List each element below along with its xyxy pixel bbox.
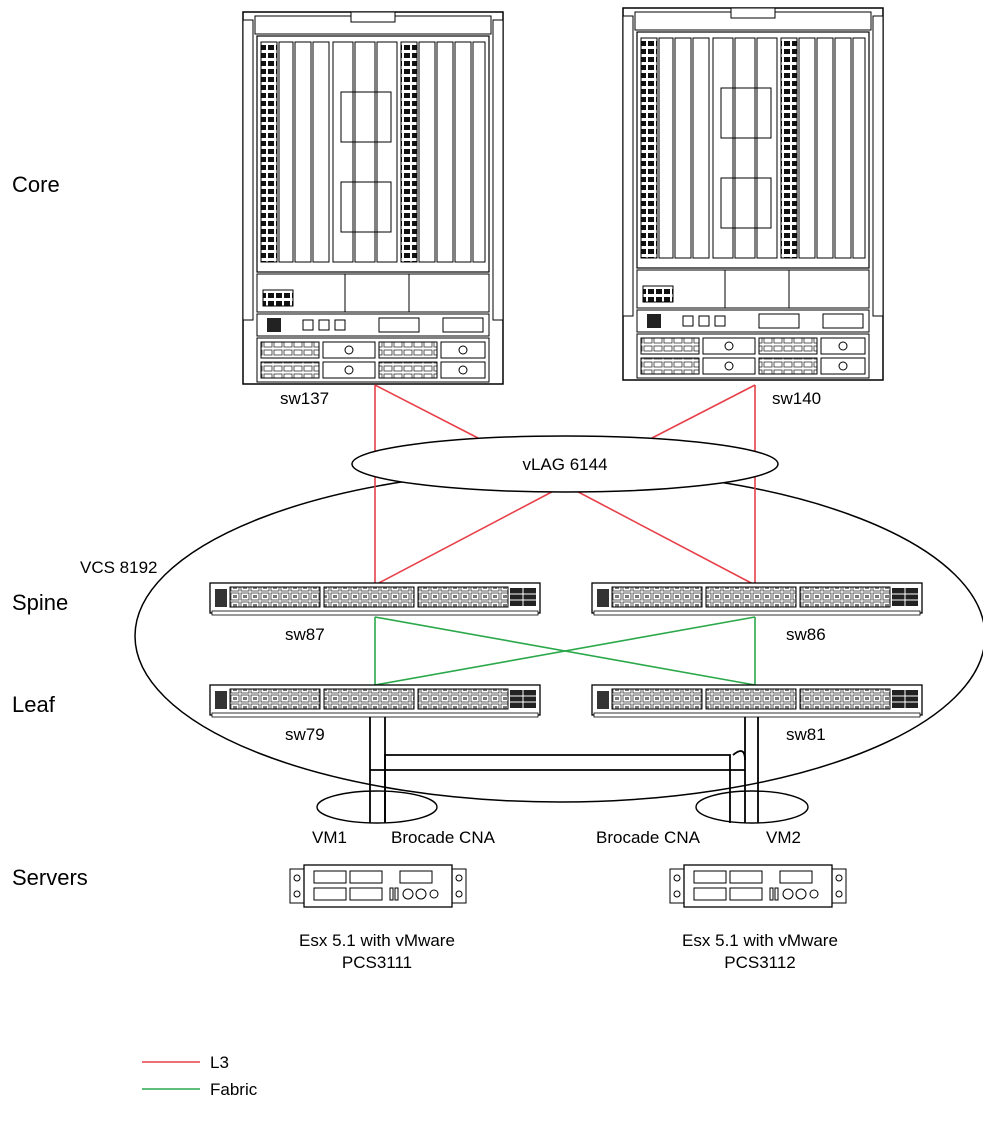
vlag-label: vLAG 6144 (522, 455, 607, 474)
layer-label-leaf: Leaf (12, 692, 56, 717)
core-chassis-sw140[interactable] (622, 7, 884, 381)
server-pcs3111[interactable] (289, 864, 467, 908)
server-links (369, 717, 759, 823)
leaf-switch-sw79[interactable] (209, 684, 541, 718)
fabric-links (374, 616, 756, 686)
server-right-os: Esx 5.1 with vMware (682, 931, 838, 950)
core-chassis-sw137[interactable] (242, 11, 504, 385)
server-left-os: Esx 5.1 with vMware (299, 931, 455, 950)
spine-switch-sw87[interactable] (209, 582, 541, 616)
layer-label-servers: Servers (12, 865, 88, 890)
server-lag-left (316, 790, 438, 824)
spine-switch-sw86[interactable] (591, 582, 923, 616)
server-lag-right (695, 790, 809, 824)
server-pcs3112[interactable] (669, 864, 847, 908)
legend-l3-label: L3 (210, 1053, 229, 1072)
switch-label-sw79: sw79 (285, 725, 325, 744)
server-left-cna-label: Brocade CNA (391, 828, 496, 847)
server-right-vm-label: VM2 (766, 828, 801, 847)
vcs-fabric-ellipse (134, 469, 983, 803)
server-right-name: PCS3112 (724, 953, 796, 972)
server-left-vm-label: VM1 (312, 828, 347, 847)
switch-label-sw86: sw86 (786, 625, 826, 644)
l3-links (374, 384, 756, 586)
vcs-label: VCS 8192 (80, 558, 158, 577)
switch-label-sw140: sw140 (772, 389, 821, 408)
vlag-ellipse[interactable] (351, 435, 779, 493)
switch-label-sw137: sw137 (280, 389, 329, 408)
legend-fabric-label: Fabric (210, 1080, 258, 1099)
layer-label-spine: Spine (12, 590, 68, 615)
leaf-switch-sw81[interactable] (591, 684, 923, 718)
legend: L3 Fabric (142, 1053, 258, 1099)
switch-label-sw81: sw81 (786, 725, 826, 744)
switch-label-sw87: sw87 (285, 625, 325, 644)
layer-label-core: Core (12, 172, 60, 197)
server-right-cna-label: Brocade CNA (596, 828, 701, 847)
server-left-name: PCS3111 (342, 953, 412, 972)
